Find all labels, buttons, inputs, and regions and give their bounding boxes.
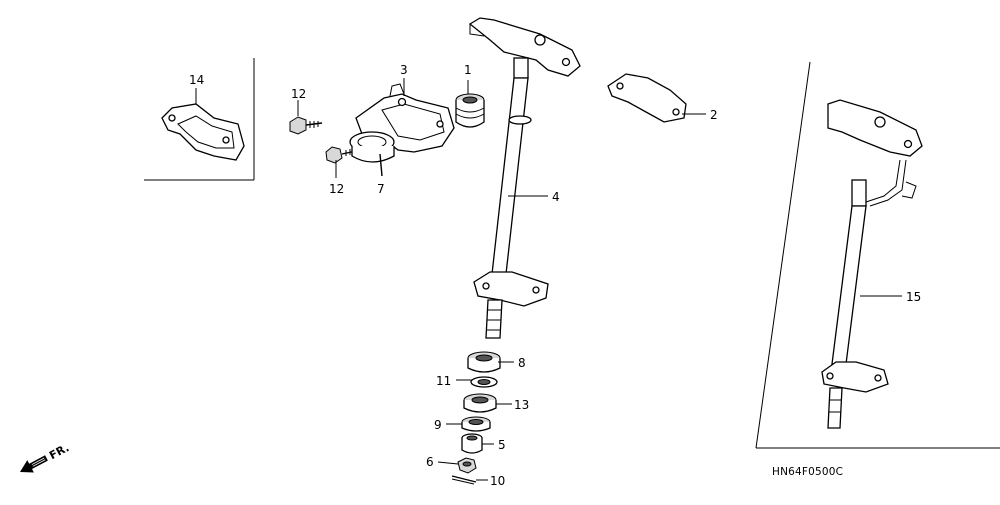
cover-part-2 [607,73,687,123]
callout-5: 5 [498,438,506,452]
callout-14: 14 [189,73,204,87]
cotter-pin-part-10 [451,475,477,485]
steering-shaft-part-4 [468,17,581,339]
guard-plate-part-14 [161,103,245,161]
callout-3: 3 [400,63,408,77]
steering-shaft-assembly-part-15 [821,99,923,429]
nut-part-6 [457,457,477,474]
callout-8: 8 [518,356,526,370]
bushing-part-1 [455,93,485,128]
callout-13: 13 [514,398,529,412]
callout-10: 10 [490,474,505,488]
callout-6: 6 [426,455,434,469]
callout-1: 1 [464,63,472,77]
bearing-part-13 [463,393,497,413]
leader-lines [195,78,902,481]
inset-frame-part-14 [144,58,255,181]
callout-9: 9 [434,418,442,432]
drawing-code: HN64F0500C [772,466,843,478]
bearing-part-8 [467,351,501,373]
front-direction-arrow-icon: FR. [20,441,71,473]
callout-4: 4 [552,190,560,204]
bolt-part-12-upper [289,116,323,135]
clamp-part-7 [349,131,395,177]
callout-15: 15 [906,290,921,304]
oil-seal-part-9 [461,416,491,432]
washer-part-11 [470,376,498,388]
front-direction-label: FR. [47,441,71,462]
callout-2: 2 [710,108,718,122]
assembly-frame-part-15 [755,61,1000,449]
collar-part-5 [461,433,483,454]
callout-12-upper: 12 [291,87,306,101]
callout-11: 11 [436,374,451,388]
callout-7: 7 [377,182,385,196]
bolt-part-12-lower [325,146,357,164]
callout-12-lower: 12 [329,182,344,196]
